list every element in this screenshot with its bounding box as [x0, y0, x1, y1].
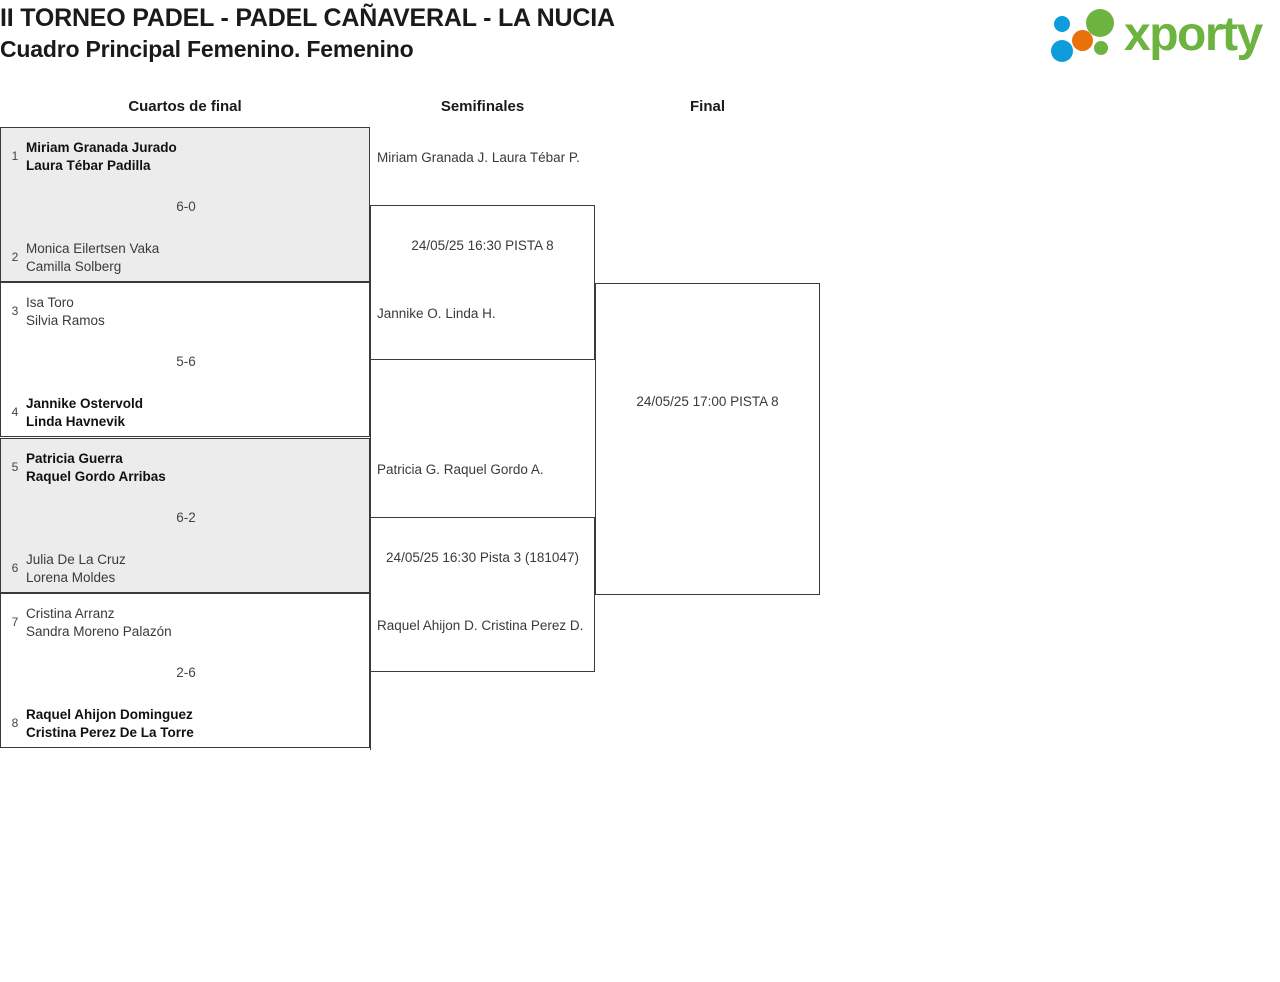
logo-dots-icon [1048, 6, 1126, 64]
player-name-2: Cristina Perez De La Torre [26, 725, 194, 740]
player-name-2: Lorena Moldes [26, 570, 116, 585]
player-name-1: Isa Toro [26, 295, 74, 310]
semifinal-match-1[interactable]: 24/05/25 16:30 PISTA 8 [370, 205, 595, 360]
match-score: 5-6 [176, 354, 196, 369]
semifinal-2-team-bottom[interactable]: Raquel Ahijon D. Cristina Perez D. [377, 617, 583, 635]
player-name-1: Miriam Granada J. [377, 150, 489, 165]
semifinal-2-team-top[interactable]: Patricia G. Raquel Gordo A. [377, 461, 544, 479]
match-schedule: 24/05/25 16:30 PISTA 8 [411, 238, 554, 253]
match-schedule: 24/05/25 16:30 Pista 3 (181047) [386, 550, 579, 565]
player-name-2: Linda H. [445, 306, 496, 321]
seed-number: 4 [11, 405, 19, 419]
final-match[interactable]: 24/05/25 17:00 PISTA 8 [595, 283, 820, 595]
seed-number: 1 [11, 149, 19, 163]
draw-title: Cuadro Principal Femenino. Femenino [0, 36, 414, 62]
team-players: Monica Eilertsen Vaka Camilla Solberg [26, 240, 159, 276]
logo-dot-green-small [1094, 41, 1108, 55]
seed-number: 3 [11, 304, 19, 318]
match-score: 6-2 [176, 510, 196, 525]
player-name-1: Julia De La Cruz [26, 552, 126, 567]
logo-dot-orange [1072, 30, 1093, 51]
team-players: Jannike Ostervold Linda Havnevik [26, 395, 143, 431]
logo-dot-green-large [1086, 9, 1114, 37]
team-players: Raquel Ahijon Dominguez Cristina Perez D… [26, 706, 194, 742]
round-header-semifinals: Semifinales [440, 98, 525, 115]
tournament-title: II TORNEO PADEL - PADEL CAÑAVERAL - LA N… [0, 4, 615, 32]
connector-line-sf2 [370, 672, 371, 750]
player-name-1: Raquel Ahijon Dominguez [26, 707, 193, 722]
round-header-final: Final [689, 98, 725, 115]
seed-number: 6 [11, 561, 19, 575]
player-name-1: Raquel Ahijon D. [377, 618, 478, 633]
player-name-2: Laura Tébar Padilla [26, 158, 151, 173]
quarterfinal-match-1[interactable]: 1 Miriam Granada Jurado Laura Tébar Padi… [0, 127, 370, 282]
player-name-1: Monica Eilertsen Vaka [26, 241, 160, 256]
round-header-quarterfinals: Cuartos de final [128, 98, 242, 115]
team-players: Julia De La Cruz Lorena Moldes [26, 551, 126, 587]
player-name-2: Sandra Moreno Palazón [26, 624, 172, 639]
player-name-2: Raquel Gordo Arribas [26, 469, 166, 484]
match-score: 2-6 [176, 665, 196, 680]
player-name-1: Jannike O. [377, 306, 442, 321]
xporty-logo[interactable]: xporty [1048, 6, 1276, 64]
semifinal-1-team-top[interactable]: Miriam Granada J. Laura Tébar P. [377, 149, 580, 167]
seed-number: 5 [11, 460, 19, 474]
team-players: Cristina Arranz Sandra Moreno Palazón [26, 605, 172, 641]
player-name-1: Patricia G. [377, 462, 441, 477]
logo-wordmark: xporty [1124, 8, 1263, 61]
logo-dot-blue-small [1054, 16, 1070, 32]
player-name-1: Patricia Guerra [26, 451, 123, 466]
team-players: Patricia Guerra Raquel Gordo Arribas [26, 450, 166, 486]
team-players: Miriam Granada Jurado Laura Tébar Padill… [26, 139, 177, 175]
logo-dot-blue-large [1051, 40, 1073, 62]
seed-number: 2 [11, 250, 19, 264]
player-name-2: Silvia Ramos [26, 313, 105, 328]
player-name-2: Camilla Solberg [26, 259, 122, 274]
page-header: II TORNEO PADEL - PADEL CAÑAVERAL - LA N… [0, 2, 1000, 65]
team-players: Isa Toro Silvia Ramos [26, 294, 105, 330]
connector-line-sf1 [370, 360, 371, 517]
match-score: 6-0 [176, 199, 196, 214]
semifinal-match-2[interactable]: 24/05/25 16:30 Pista 3 (181047) [370, 517, 595, 672]
seed-number: 7 [11, 615, 19, 629]
semifinal-1-team-bottom[interactable]: Jannike O. Linda H. [377, 305, 496, 323]
quarterfinal-match-3[interactable]: 5 Patricia Guerra Raquel Gordo Arribas 6… [0, 438, 370, 593]
player-name-1: Cristina Arranz [26, 606, 115, 621]
player-name-2: Laura Tébar P. [491, 150, 580, 165]
match-schedule: 24/05/25 17:00 PISTA 8 [636, 394, 779, 409]
player-name-1: Jannike Ostervold [26, 396, 144, 411]
seed-number: 8 [11, 716, 19, 730]
player-name-2: Cristina Perez D. [481, 618, 584, 633]
player-name-2: Linda Havnevik [26, 414, 126, 429]
player-name-1: Miriam Granada Jurado [26, 140, 177, 155]
quarterfinal-match-2[interactable]: 3 Isa Toro Silvia Ramos 5-6 4 Jannike Os… [0, 282, 370, 437]
quarterfinal-match-4[interactable]: 7 Cristina Arranz Sandra Moreno Palazón … [0, 593, 370, 748]
player-name-2: Raquel Gordo A. [443, 462, 544, 477]
